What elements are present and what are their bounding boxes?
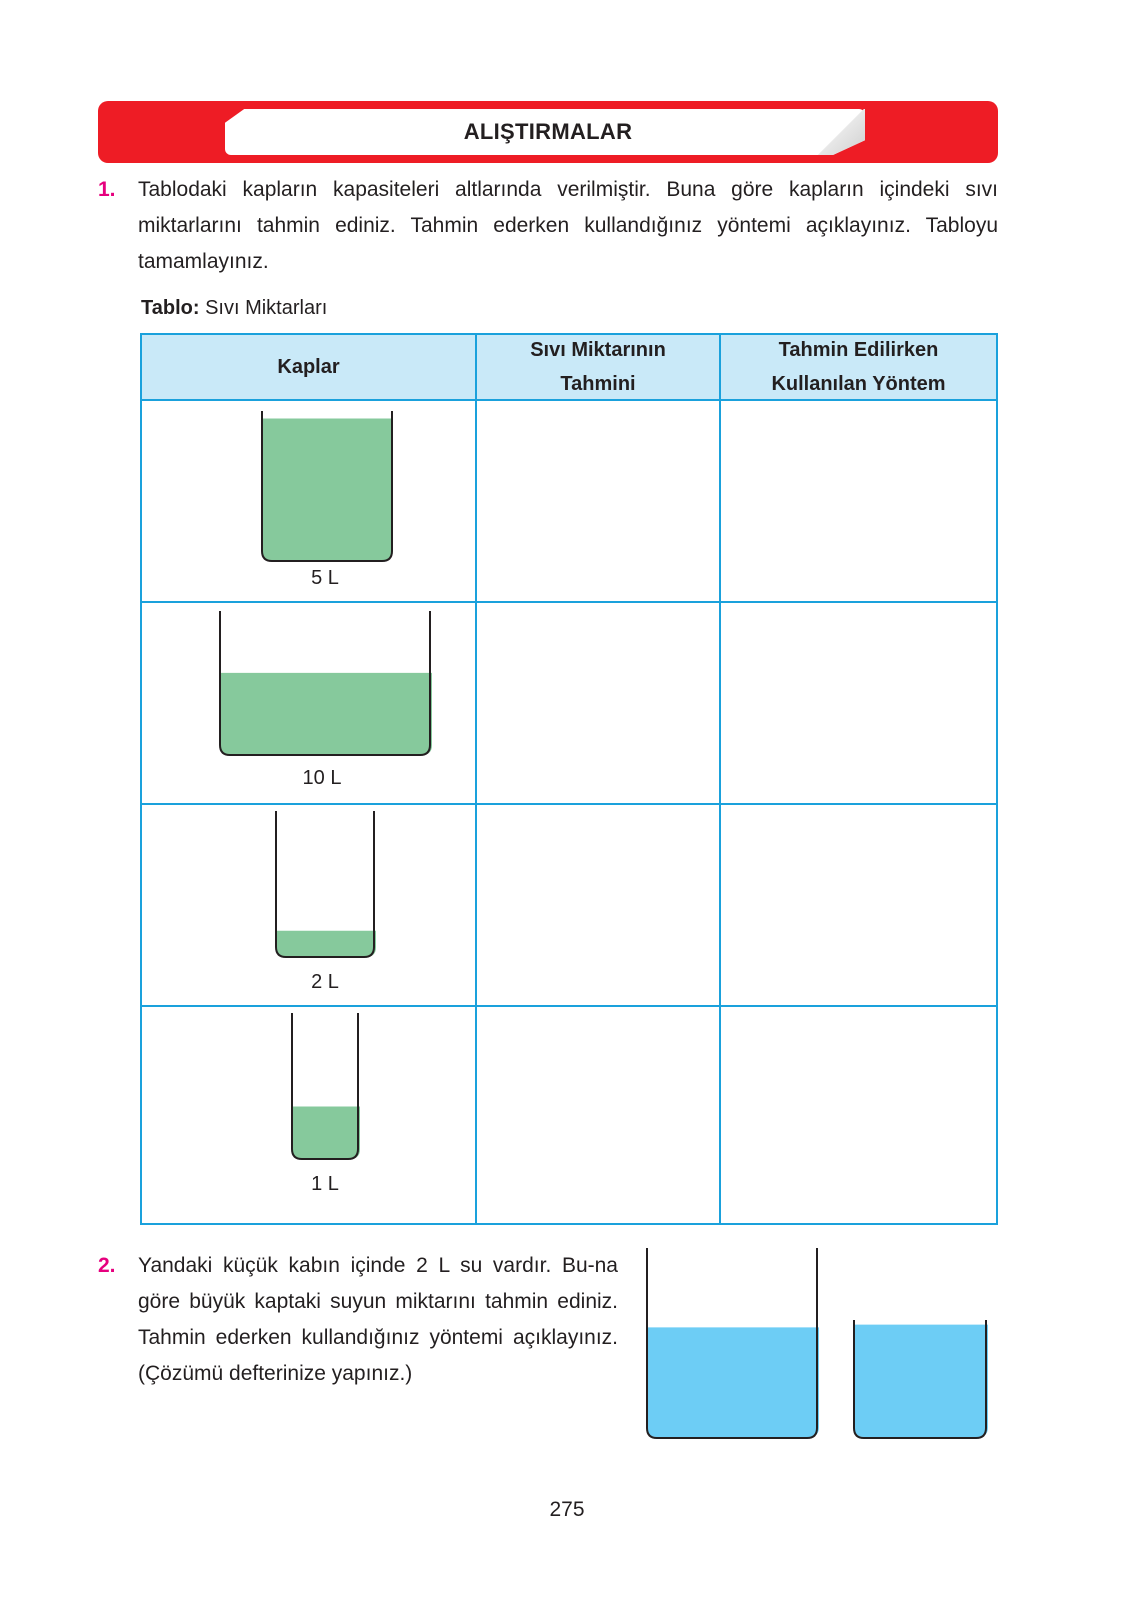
capacity-label: 5 L <box>311 567 339 589</box>
banner-paper-strip <box>225 109 865 155</box>
liquid-fill <box>276 930 376 957</box>
liquid-fill <box>292 1106 360 1159</box>
table-caption-label: Tablo: <box>141 297 200 319</box>
question-1-number: 1. <box>98 178 116 201</box>
method-input-cell[interactable] <box>721 805 996 1005</box>
row-divider <box>142 1005 996 1007</box>
table-caption: Tablo: Sıvı Miktarları <box>141 297 327 320</box>
method-input-cell[interactable] <box>721 603 996 803</box>
row-divider <box>142 601 996 603</box>
column-divider <box>475 335 477 1223</box>
table-header-row: Kaplar Sıvı Miktarının Tahmini Tahmin Ed… <box>142 335 996 401</box>
table-caption-text: Sıvı Miktarları <box>199 297 328 319</box>
big-water-container <box>646 1248 819 1439</box>
capacity-label: 10 L <box>302 767 342 789</box>
container-2l <box>275 811 376 958</box>
header-estimate: Sıvı Miktarının Tahmini <box>530 339 666 395</box>
method-input-cell[interactable] <box>721 401 996 601</box>
section-title: ALIŞTIRMALAR <box>463 119 633 144</box>
water-fill <box>854 1324 988 1437</box>
estimate-input-cell[interactable] <box>477 1007 719 1223</box>
capacity-label: 2 L <box>311 971 339 993</box>
estimate-input-cell[interactable] <box>477 401 719 601</box>
question-2-text: Yandaki küçük kabın içinde 2 L su vardır… <box>138 1254 618 1385</box>
small-water-container <box>853 1320 988 1439</box>
container-10l <box>219 611 432 756</box>
question-1-text: Tablodaki kapların kapasiteleri altların… <box>138 178 998 273</box>
column-divider <box>719 335 721 1223</box>
water-fill <box>647 1327 819 1437</box>
liquid-fill <box>262 418 392 561</box>
liquid-amounts-table: Kaplar Sıvı Miktarının Tahmini Tahmin Ed… <box>140 333 998 1225</box>
header-containers: Kaplar <box>277 356 340 378</box>
page-number: 275 <box>549 1498 585 1521</box>
estimate-input-cell[interactable] <box>477 603 719 803</box>
container-1l <box>291 1013 360 1160</box>
section-banner: ALIŞTIRMALAR <box>98 101 998 163</box>
container-5l <box>261 411 393 562</box>
row-divider <box>142 803 996 805</box>
estimate-input-cell[interactable] <box>477 805 719 1005</box>
method-input-cell[interactable] <box>721 1007 996 1223</box>
header-method: Tahmin Edilirken Kullanılan Yöntem <box>771 339 946 395</box>
liquid-fill <box>220 672 432 755</box>
question-2-number: 2. <box>98 1254 116 1277</box>
capacity-label: 1 L <box>311 1173 339 1195</box>
